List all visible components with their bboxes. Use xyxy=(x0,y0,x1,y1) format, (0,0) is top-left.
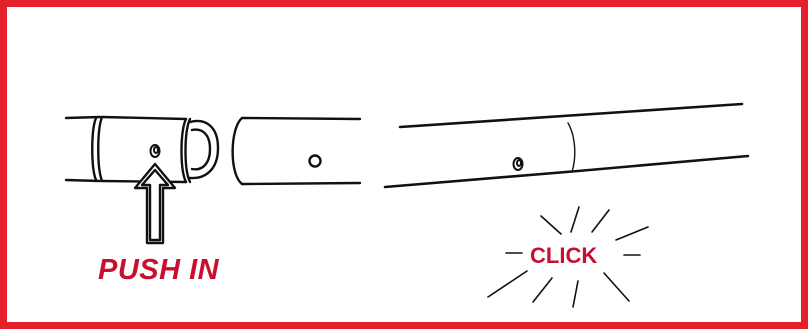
right-tube-assembled xyxy=(383,102,750,189)
left-tube xyxy=(64,115,220,184)
click-label: CLICK xyxy=(530,243,598,268)
locked-button xyxy=(512,157,524,171)
click-burst-icon xyxy=(487,206,649,308)
up-arrow-icon xyxy=(133,162,177,245)
push-button xyxy=(149,144,161,158)
middle-tube xyxy=(231,116,362,186)
push-in-label: PUSH IN xyxy=(98,254,220,286)
